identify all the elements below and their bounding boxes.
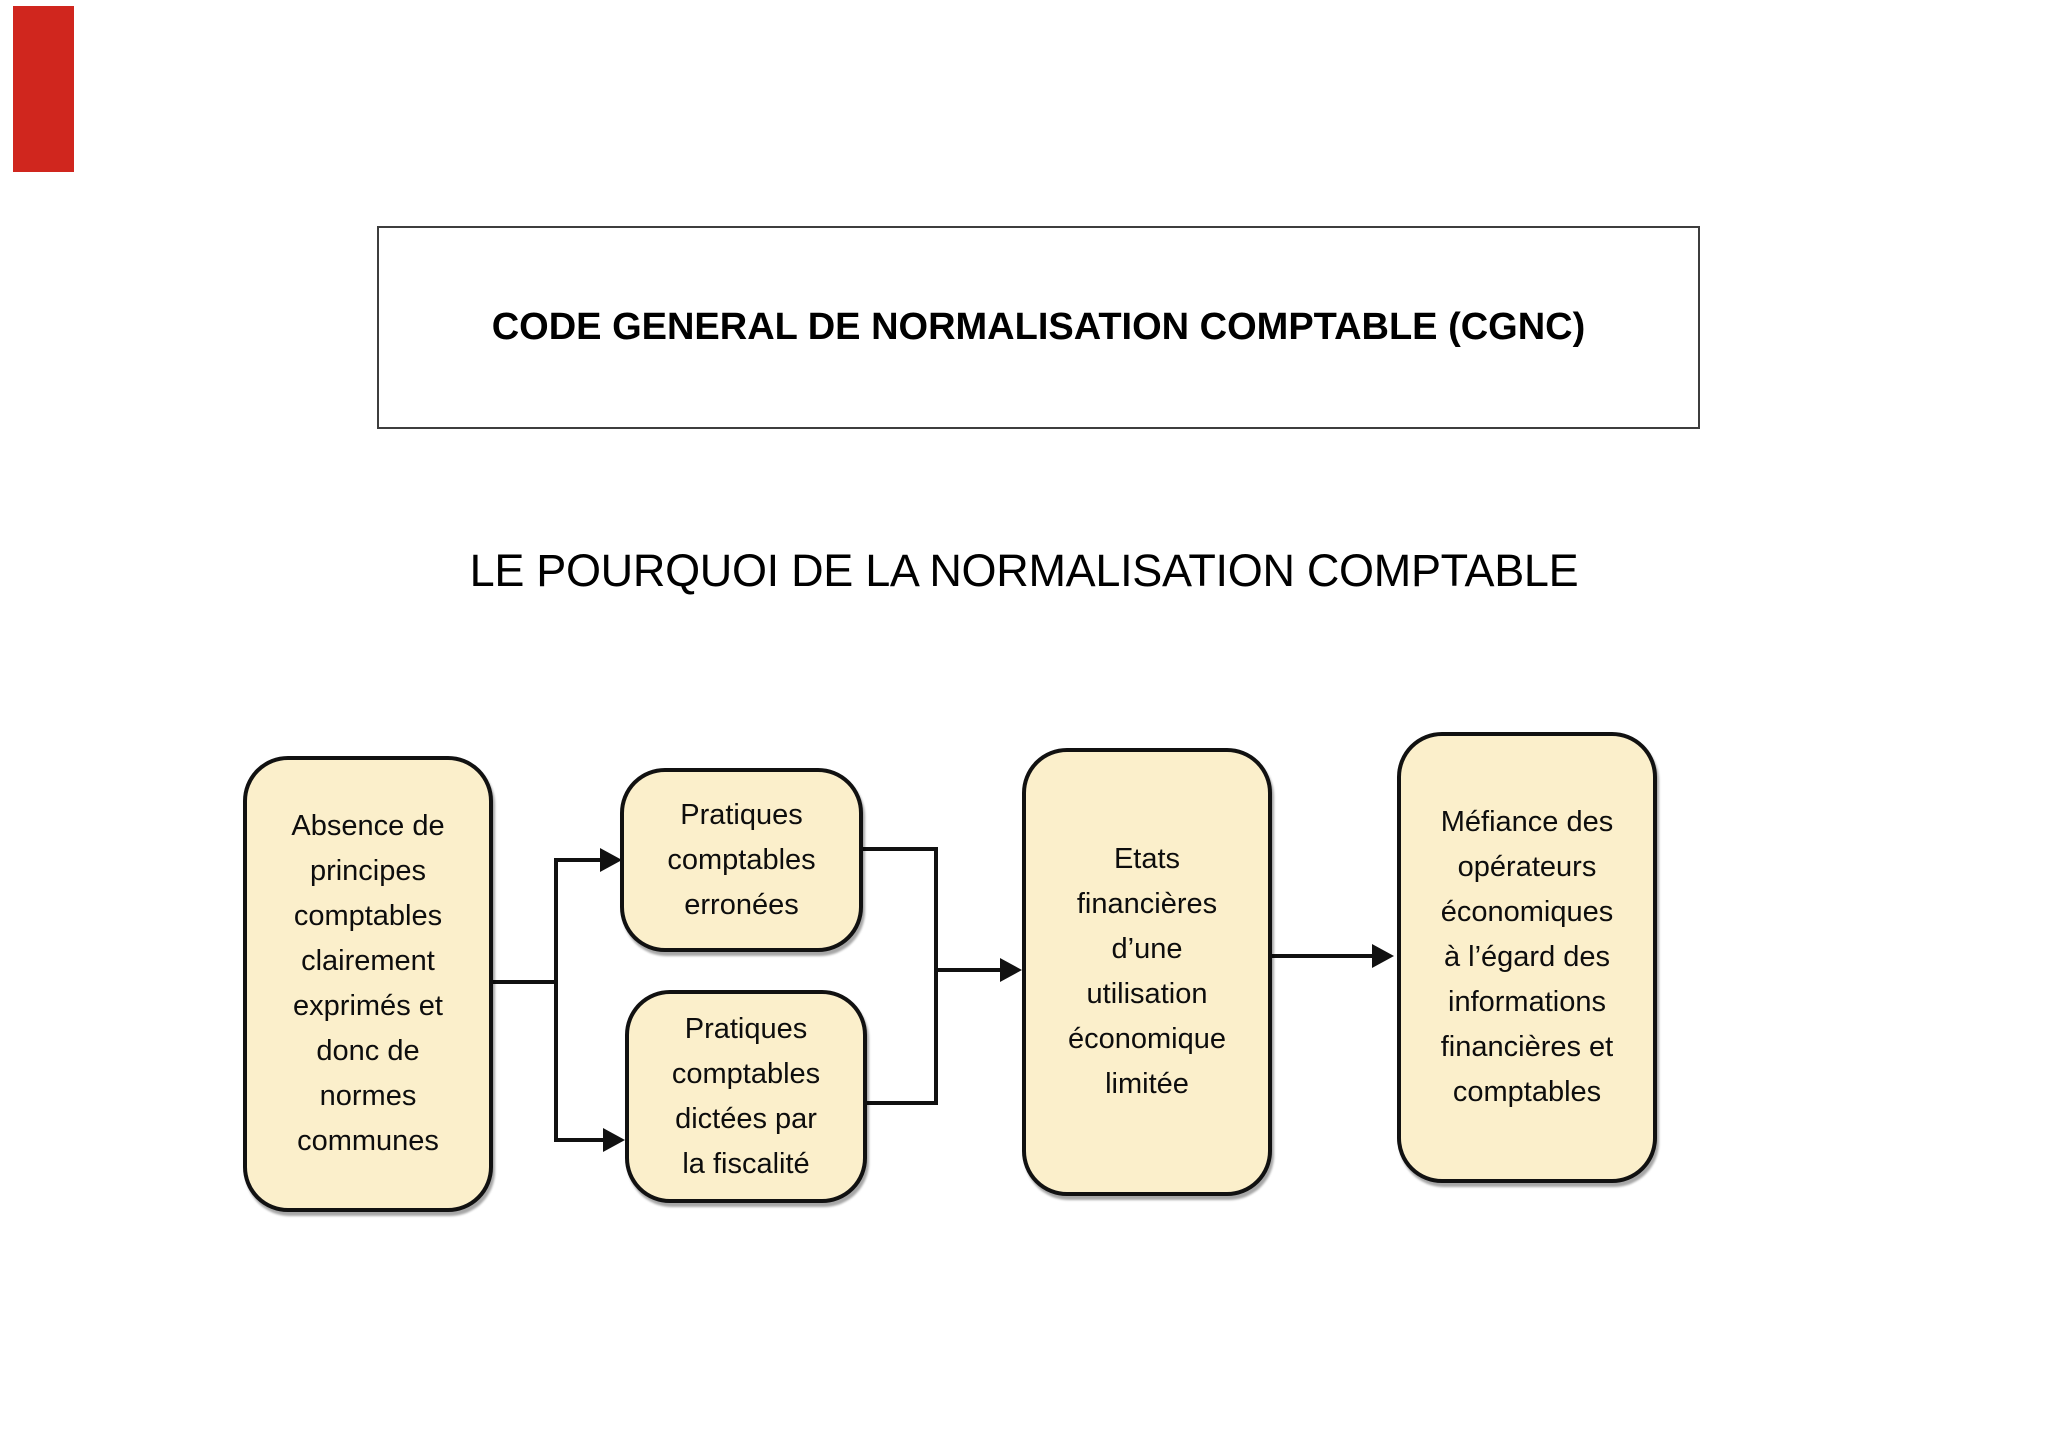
red-corner-marker	[13, 6, 74, 172]
arrowhead-mefiance	[1372, 944, 1394, 968]
page-title: CODE GENERAL DE NORMALISATION COMPTABLE …	[491, 306, 1586, 348]
flow-box-etats-financiers: Etats financières d’une utilisation écon…	[1022, 748, 1272, 1196]
flow-box-cause: Absence de principes comptables claireme…	[243, 756, 493, 1212]
flow-box-pratiques-fiscalite: Pratiques comptables dictées par la fisc…	[625, 990, 867, 1203]
arrowhead-erronees	[600, 848, 622, 872]
title-banner: CODE GENERAL DE NORMALISATION COMPTABLE …	[377, 226, 1700, 429]
flow-box-mefiance: Méfiance des opérateurs économiques à l’…	[1397, 732, 1657, 1183]
arrowhead-fiscalite	[603, 1128, 625, 1152]
page-subtitle: LE POURQUOI DE LA NORMALISATION COMPTABL…	[469, 545, 1579, 596]
flow-box-pratiques-erronees: Pratiques comptables erronées	[620, 768, 863, 952]
arrowhead-etats	[1000, 958, 1022, 982]
